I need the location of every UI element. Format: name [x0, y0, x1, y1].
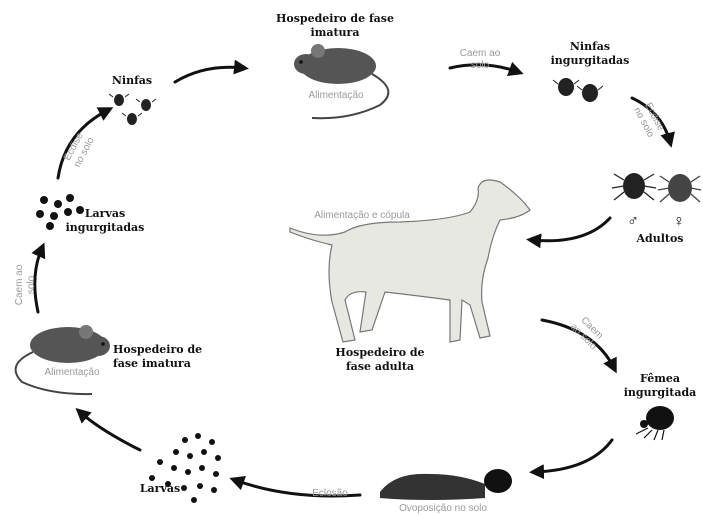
female-adult-tick-icon	[658, 174, 701, 202]
female-tick-icon	[636, 406, 674, 440]
process-caem-left: Caem ao solo	[14, 264, 37, 305]
label-hospedeiro-imatura-left: Hospedeiro de fase imatura	[113, 343, 223, 371]
process-caem-top: Caem ao solo	[450, 48, 510, 71]
adult-ticks-icon	[612, 173, 701, 202]
arrow-female-to-eggs	[535, 440, 612, 472]
female-symbol: ♀	[673, 213, 685, 230]
label-adultos: Adultos	[625, 232, 695, 246]
dog-icon	[290, 180, 530, 342]
label-larvas-ingurgitadas: Larvas ingurgitadas	[60, 207, 150, 235]
process-alimentacao-top: Alimentação	[296, 90, 376, 102]
male-tick-icon	[612, 173, 656, 200]
egg-mass-icon	[380, 469, 512, 500]
male-symbol: ♂	[627, 213, 639, 230]
arrow-larvas-to-host	[80, 412, 140, 450]
label-larvas: Larvas	[130, 482, 190, 496]
label-hospedeiro-imatura-top: Hospedeiro de fase imatura	[270, 12, 400, 40]
process-alimentacao-left: Alimentação	[32, 367, 112, 379]
label-hospedeiro-adulta: Hospedeiro de fase adulta	[325, 346, 435, 374]
arrow-ninfas-to-host	[175, 67, 243, 82]
process-alimentacao-copula: Alimentação e cópula	[292, 210, 432, 222]
process-ovoposicao: Ovoposição no solo	[378, 503, 508, 515]
process-ecdise-left: Ecdise no solo	[61, 130, 97, 170]
arrow-adults-to-dog	[532, 218, 610, 241]
label-ninfas: Ninfas	[102, 74, 162, 88]
process-caem-right: Caem ao solo	[568, 313, 607, 352]
mouse-left-icon	[16, 325, 110, 394]
process-ecdise-right: Ecdise no solo	[631, 100, 667, 140]
svg-text:Caem ao: Caem ao	[14, 264, 25, 305]
process-eclosao: Eclosão	[300, 488, 360, 500]
svg-text:solo: solo	[26, 275, 37, 294]
engorged-nymphs-icon	[553, 78, 603, 102]
nymphs-icon	[109, 94, 156, 125]
label-femea-ingurgitada: Fêmea ingurgitada	[620, 372, 700, 400]
mouse-top-icon	[294, 44, 388, 118]
label-ninfas-ingurgitadas: Ninfas ingurgitadas	[540, 40, 640, 68]
